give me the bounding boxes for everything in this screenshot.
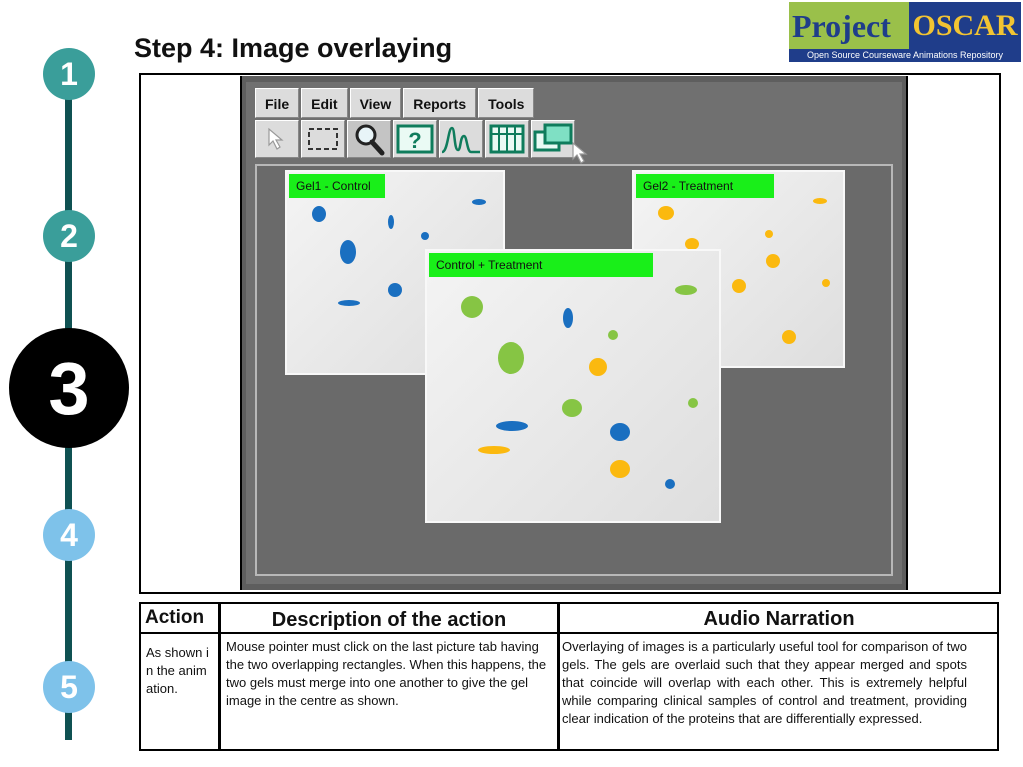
gel-spot — [472, 199, 486, 205]
select-tool-button[interactable] — [301, 120, 345, 158]
step-3-badge-current[interactable]: 3 — [9, 328, 129, 448]
menu-edit[interactable]: Edit — [301, 88, 348, 118]
overlay-gel-tab[interactable]: Control + Treatment — [429, 253, 653, 277]
gel-spot — [822, 279, 830, 287]
gel-spot — [338, 300, 360, 306]
overlay-spots — [461, 285, 698, 489]
pointer-tool-button[interactable] — [255, 120, 299, 158]
step-4-badge[interactable]: 4 — [43, 509, 95, 561]
gel-spot — [340, 240, 356, 264]
gel-spot — [312, 206, 326, 222]
gel-spot — [685, 238, 699, 250]
gel-spot — [388, 283, 402, 297]
step-5-badge[interactable]: 5 — [43, 661, 95, 713]
selection-rectangle-icon — [308, 128, 338, 150]
header-description: Description of the action — [271, 609, 507, 631]
gel-spot — [478, 446, 510, 454]
mouse-cursor-icon — [572, 141, 588, 164]
logo-subtitle: Open Source Courseware Animations Reposi… — [789, 49, 1021, 62]
gel2-spots — [658, 198, 830, 344]
gel-spot — [766, 254, 780, 268]
overlap-rectangles-icon — [533, 123, 573, 152]
help-icon: ? — [396, 124, 434, 154]
step-2-badge[interactable]: 2 — [43, 210, 95, 262]
gel-spot — [421, 232, 429, 240]
gel-spot — [658, 206, 674, 220]
step-1-badge[interactable]: 1 — [43, 48, 95, 100]
toolbar: ? — [255, 120, 575, 158]
description-cell: Mouse pointer must click on the last pic… — [226, 639, 547, 708]
gel-spot — [688, 398, 698, 408]
menu-view[interactable]: View — [349, 88, 402, 118]
menu-tools[interactable]: Tools — [478, 88, 535, 118]
logo-oscar-text: OSCAR — [909, 2, 1021, 49]
spectrum-icon — [441, 126, 480, 154]
gel-spot — [813, 198, 827, 204]
gel1-spots — [312, 199, 486, 306]
gel-spot — [562, 399, 582, 417]
help-tool-button[interactable]: ? — [393, 120, 437, 158]
gel-spot — [496, 421, 528, 431]
svg-text:?: ? — [408, 128, 421, 153]
spectrum-tool-button[interactable] — [439, 120, 483, 158]
action-cell: As shown in the animation. — [146, 645, 209, 696]
instructions-table — [139, 602, 999, 751]
gel2-tab[interactable]: Gel2 - Treatment — [636, 174, 774, 198]
grid-table-icon — [489, 124, 525, 154]
gel-spot — [732, 279, 746, 293]
menu-reports[interactable]: Reports — [403, 88, 477, 118]
gel-spot — [589, 358, 607, 376]
gel-spot — [765, 230, 773, 238]
logo-project-text: Project — [792, 8, 891, 44]
overlay-gel-panel[interactable]: Control + Treatment — [425, 249, 721, 523]
gel-spot — [665, 479, 675, 489]
step-number: 4 — [60, 516, 78, 553]
header-narration: Audio Narration — [703, 608, 855, 630]
menu-bar: File Edit View Reports Tools — [255, 88, 535, 118]
gel-spot — [608, 330, 618, 340]
gel1-tab[interactable]: Gel1 - Control — [289, 174, 385, 198]
grid-tool-button[interactable] — [485, 120, 529, 158]
table-divider — [557, 602, 560, 751]
zoom-tool-button[interactable] — [347, 120, 391, 158]
gel-spot — [610, 460, 630, 478]
gel-spot — [388, 215, 394, 229]
table-header-divider — [139, 632, 999, 634]
header-action: Action — [145, 607, 205, 628]
overlay-tool-button[interactable] — [531, 120, 575, 158]
step-number: 1 — [60, 55, 78, 92]
step-number: 3 — [48, 346, 90, 430]
gel-spot — [782, 330, 796, 344]
page-title: Step 4: Image overlaying — [134, 33, 453, 63]
pointer-icon — [268, 127, 284, 150]
gel-spot — [498, 342, 524, 374]
gel-spot — [461, 296, 483, 318]
oscar-logo: Project OSCAR Open Source Courseware Ani… — [789, 2, 1021, 62]
table-divider — [218, 602, 221, 751]
narration-cell: Overlaying of images is a particularly u… — [562, 639, 967, 726]
step-number: 5 — [60, 668, 78, 705]
gel-spot — [563, 308, 573, 328]
gel-spot — [610, 423, 630, 441]
step-number: 2 — [60, 217, 78, 254]
magnifier-icon — [355, 124, 385, 156]
menu-file[interactable]: File — [255, 88, 300, 118]
gel-spot — [675, 285, 697, 295]
